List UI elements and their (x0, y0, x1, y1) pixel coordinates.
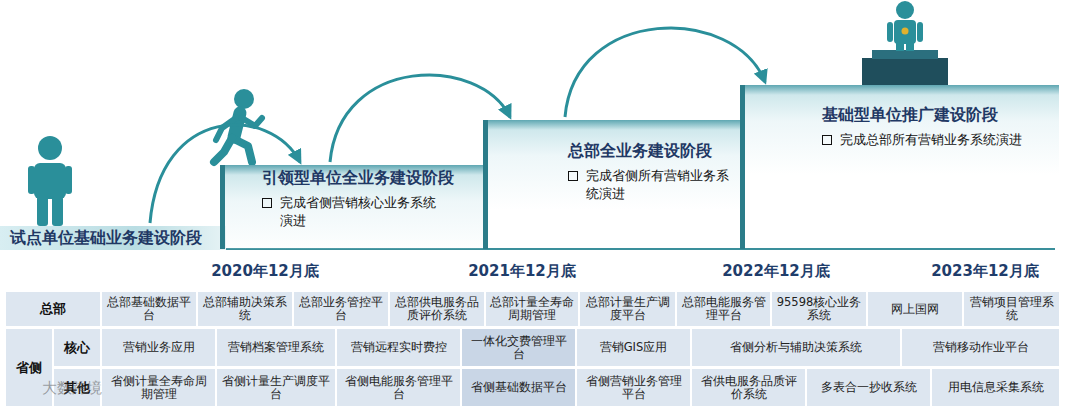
table-cell: 总部计量全寿命周期管理 (489, 296, 575, 322)
stage-title: 基础型单位推广建设阶段 (822, 105, 1059, 125)
table-cell: 95598核心业务系统 (775, 296, 863, 322)
table-cell: 省侧电能服务管理平台 (340, 375, 457, 401)
table-cell: 省侧计量全寿命周期管理 (105, 375, 212, 401)
stage-step: 试点单位基础业务建设阶段 (0, 226, 226, 250)
stage-step: 基础型单位推广建设阶段完成总部所有营销业务系统演进 (740, 85, 1059, 249)
date-label-box: 2023年12月底 (920, 259, 1050, 283)
table-cell-box: 省侧计量生产调度平台 (216, 368, 336, 407)
table-cell: 省侧基础数据平台 (471, 381, 567, 394)
table-cell: 省侧分析与辅助决策系统 (730, 341, 862, 354)
stage-step: 引领型单位全业务建设阶段完成省侧营销核心业务系统演进 (220, 165, 488, 249)
table-cell-box: 总部计量生产调度平台 (579, 291, 676, 327)
table-cell: 营销移动作业平台 (933, 341, 1029, 354)
table-cell-box: 省侧计量全寿命周期管理 (101, 368, 216, 407)
stage-step: 总部全业务建设阶段完成省侧所有营销业务系统演进 (483, 120, 745, 249)
bullet-item: 完成省侧所有营销业务系统演进 (568, 167, 745, 203)
stage-goal: 完成省侧所有营销业务系统演进 (586, 167, 736, 203)
table-cell-box: 省侧基础数据平台 (461, 368, 576, 407)
table-cell-box: 营销移动作业平台 (901, 328, 1060, 367)
table-cell: 总部供电服务品质评价系统 (393, 296, 481, 322)
table-cell: 省供电服务品质评价系统 (695, 375, 802, 401)
row-header: 核心 (64, 339, 90, 357)
table-cell-box: 总部供电服务品质评价系统 (389, 291, 485, 327)
date-label-box: 2020年12月底 (200, 259, 330, 283)
date-label: 2021年12月底 (468, 262, 576, 281)
table-cell-box: 省供电服务品质评价系统 (691, 368, 806, 407)
row-header: 总部 (40, 300, 66, 318)
date-label: 2020年12月底 (211, 262, 319, 281)
date-label: 2022年12月底 (722, 262, 830, 281)
table-cell: 多表合一抄收系统 (821, 381, 917, 394)
person-icon (28, 136, 72, 226)
table-cell-box: 总部辅助决策系统 (197, 291, 293, 327)
date-label: 2023年12月底 (931, 262, 1039, 281)
table-cell: 网上国网 (891, 303, 939, 316)
podium-person-icon (862, 1, 948, 85)
table-cell: 省侧计量生产调度平台 (220, 375, 332, 401)
bullet-item: 完成省侧营销核心业务系统演进 (262, 194, 488, 230)
bullet-square (262, 198, 272, 208)
bullet-square (568, 171, 578, 181)
table-cell: 营销远程实时费控 (351, 341, 447, 354)
table-cell: 营销项目管理系统 (967, 296, 1056, 322)
table-cell-box: 用电信息采集系统 (931, 368, 1060, 407)
table-cell: 用电信息采集系统 (948, 381, 1044, 394)
table-cell: 总部业务管控平台 (297, 296, 385, 322)
table-cell: 一体化交费管理平台 (465, 335, 572, 361)
row-header: 省侧 (16, 359, 42, 377)
stage-goal: 完成省侧营销核心业务系统演进 (280, 194, 440, 230)
stage-title: 总部全业务建设阶段 (568, 141, 745, 161)
table-cell-box: 省侧电能服务管理平台 (336, 368, 461, 407)
date-label-box: 2022年12月底 (711, 259, 841, 283)
table-cell-box: 总部业务管控平台 (293, 291, 389, 327)
stage-title: 引领型单位全业务建设阶段 (262, 168, 488, 188)
row-header-box: 总部 (5, 291, 101, 327)
table-cell-box: 营销GIS应用 (576, 328, 691, 367)
stage-title: 试点单位基础业务建设阶段 (10, 228, 226, 248)
table-cell-box: 营销档案管理系统 (216, 328, 336, 367)
table-cell-box: 营销项目管理系统 (963, 291, 1060, 327)
table-cell-box: 多表合一抄收系统 (806, 368, 931, 407)
table-cell-box: 网上国网 (867, 291, 963, 327)
table-cell-box: 营销远程实时费控 (336, 328, 461, 367)
table-cell: 总部计量生产调度平台 (583, 296, 672, 322)
table-cell-box: 一体化交费管理平台 (461, 328, 576, 367)
watermark-box: 大数跨境 (42, 377, 152, 399)
table-cell-box: 省侧营销业务管理平台 (576, 368, 691, 407)
table-cell-box: 总部基础数据平台 (101, 291, 197, 327)
table-cell: 总部基础数据平台 (105, 296, 193, 322)
table-cell: 营销GIS应用 (600, 341, 668, 354)
date-label-box: 2021年12月底 (457, 259, 587, 283)
table-cell: 总部辅助决策系统 (201, 296, 289, 322)
table-cell-box: 总部电能服务管理平台 (676, 291, 771, 327)
table-cell: 营销业务应用 (123, 341, 195, 354)
table-cell: 总部电能服务管理平台 (680, 296, 767, 322)
table-cell-box: 营销业务应用 (101, 328, 216, 367)
table-cell-box: 95598核心业务系统 (771, 291, 867, 327)
table-cell-box: 总部计量全寿命周期管理 (485, 291, 579, 327)
watermark: 大数跨境 (42, 379, 102, 398)
bullet-square (822, 135, 832, 145)
bullet-item: 完成总部所有营销业务系统演进 (822, 131, 1059, 149)
stage-goal: 完成总部所有营销业务系统演进 (840, 131, 1030, 149)
row-header-box: 核心 (53, 328, 101, 367)
curved-arrow (565, 28, 765, 117)
table-cell: 营销档案管理系统 (228, 341, 324, 354)
table-cell: 省侧营销业务管理平台 (580, 375, 687, 401)
table-cell-box: 省侧分析与辅助决策系统 (691, 328, 901, 367)
